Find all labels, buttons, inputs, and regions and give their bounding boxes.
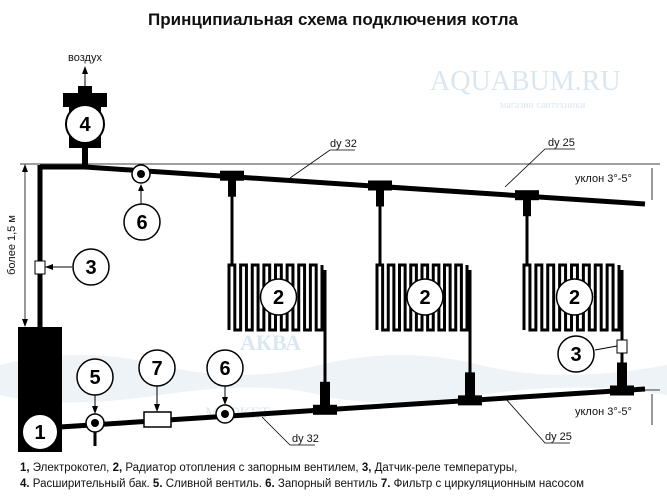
radiator: 2 <box>368 180 482 406</box>
marker-sensor-right <box>557 335 595 373</box>
watermark-shop: магазин сантехники <box>500 100 586 111</box>
radiator: 2 <box>515 190 634 396</box>
marker-radiator: 2 <box>569 287 580 309</box>
dy25-top-label: dy 25 <box>548 137 575 149</box>
marker-filter <box>138 349 176 387</box>
svg-text:3: 3 <box>85 257 96 279</box>
air-arrow-icon <box>82 66 88 74</box>
supply-pipe <box>40 164 646 207</box>
marker-shutoff-bottom <box>206 349 244 387</box>
svg-text:1: 1 <box>34 422 45 444</box>
dy25-bottom-label: dy 25 <box>545 431 572 443</box>
radiator: 2 <box>220 170 337 415</box>
svg-text:7: 7 <box>151 358 162 380</box>
marker-boiler <box>21 413 59 451</box>
marker-shutoff-top <box>123 203 161 241</box>
dy32-top-label: dy 32 <box>330 138 357 150</box>
legend-line-1: 1, Электрокотел, 2, Радиатор отопления с… <box>20 462 518 474</box>
dy32-bottom-label: dy 32 <box>292 433 319 445</box>
marker-sensor-left <box>72 248 110 286</box>
slope-bottom-label: уклон 3°-5° <box>575 406 632 418</box>
marker-radiator: 2 <box>419 287 430 309</box>
svg-text:6: 6 <box>136 212 147 234</box>
slope-top-label: уклон 3°-5° <box>575 173 632 185</box>
marker-drain <box>76 358 114 396</box>
svg-text:5: 5 <box>89 367 100 389</box>
svg-text:3: 3 <box>570 344 581 366</box>
legend-line-2: 4. Расширительный бак. 5. Сливной вентил… <box>20 478 585 490</box>
marker-radiator: 2 <box>273 287 284 309</box>
svg-text:6: 6 <box>219 358 230 380</box>
height-label: более 1,5 м <box>6 215 18 275</box>
expansion-tank: 4 <box>63 86 107 166</box>
filter-pump <box>143 411 172 428</box>
watermark-aquabum: AQUABUM.RU <box>430 66 621 97</box>
air-label: воздух <box>68 52 102 64</box>
page-title: Принципиальная схема подключения котла <box>148 10 518 29</box>
temperature-sensor <box>34 260 46 275</box>
temperature-sensor-right <box>616 339 628 354</box>
marker-tank: 4 <box>79 114 91 136</box>
watermark-akva: АКВА <box>240 330 301 355</box>
